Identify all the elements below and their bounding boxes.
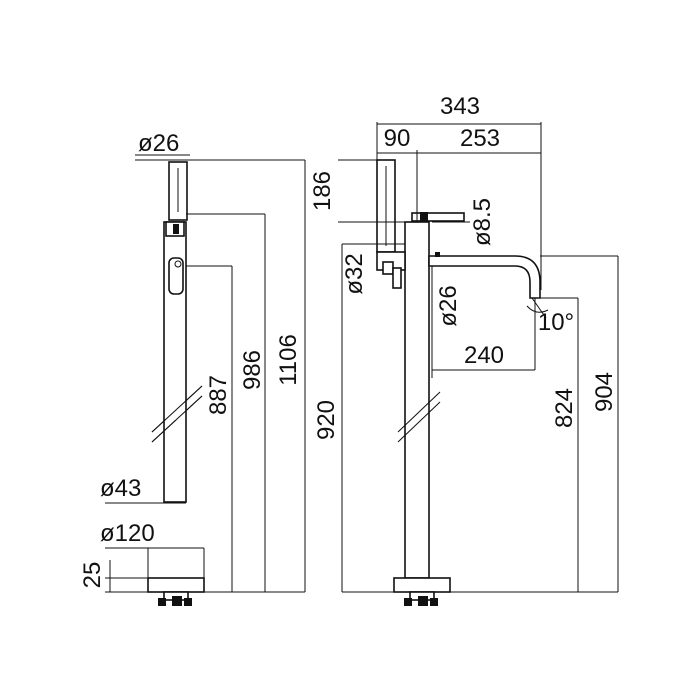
side-dim-top-height: 186	[309, 171, 336, 211]
side-dim-inlet-dia: ø8.5	[469, 198, 496, 246]
side-base	[393, 577, 451, 593]
front-base	[147, 577, 205, 593]
front-dim-base-dia: ø120	[100, 520, 155, 547]
side-dim-spout-outlet-height: 824	[551, 388, 578, 428]
side-dim-total-width: 343	[440, 93, 480, 120]
side-view: 343 90 253 186 ø8.5 ø32 ø26 10° 240 920 …	[309, 93, 619, 606]
side-dim-spout-top-height: 904	[591, 372, 618, 412]
front-dim-total-height: 1106	[275, 334, 302, 386]
side-spout	[428, 255, 541, 299]
side-dim-column-height: 920	[313, 400, 340, 440]
front-dim-body-height: 887	[205, 375, 232, 415]
front-view: ø26 1106 986 887 ø43 ø120 25	[79, 130, 306, 606]
front-dimension-lines	[105, 154, 306, 593]
side-dim-spout-angle: 10°	[538, 309, 574, 336]
side-dim-spout-dia: ø26	[435, 285, 462, 326]
side-lever	[411, 212, 465, 222]
front-dim-lever-height: 986	[239, 350, 266, 390]
side-dim-hose-dia: ø32	[341, 253, 368, 294]
front-dim-column-dia: ø43	[100, 475, 141, 502]
side-dim-handshower-offset: 90	[384, 125, 411, 152]
side-dim-spout-length: 240	[464, 342, 504, 369]
side-dimension-lines	[338, 122, 619, 593]
front-dim-handshower-dia: ø26	[138, 130, 179, 157]
front-dim-base-height: 25	[79, 562, 106, 589]
side-dim-spout-reach: 253	[460, 125, 500, 152]
